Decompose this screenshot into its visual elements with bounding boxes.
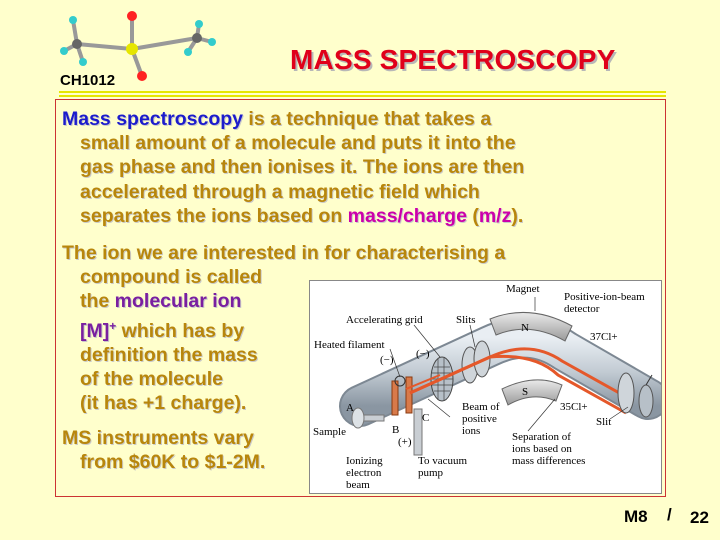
course-code: CH1012 [60,72,116,89]
paragraph-definition: Mass spectroscopy is a technique that ta… [62,108,525,227]
slide-number: 22 [690,508,709,527]
content-box [55,99,666,497]
term-m-plus: [M]+ [80,318,117,342]
label-b: B [392,424,400,436]
label-c: C [422,412,430,424]
label-north-pole: N [521,322,529,334]
label-ionizing-3: beam [346,479,370,491]
mass-spectrometer-diagram: Magnet Positive-ion-beam detector Accele… [309,280,662,494]
slide-title: MASS SPECTROSCOPY [290,44,616,75]
label-separation-3: mass differences [512,455,586,467]
label-south-pole: S [522,386,529,398]
label-separation-2: ions based on [512,443,572,455]
label-slits: Slits [456,314,476,326]
label-magnet: Magnet [506,283,540,295]
term-mass-spectroscopy: Mass spectroscopy [62,108,243,130]
label-accelerating-grid: Accelerating grid [346,314,423,326]
slide-code: M8 [624,507,648,526]
term-mz: m/z [478,204,512,227]
label-detector-2: detector [564,303,600,315]
label-detector-1: Positive-ion-beam [564,291,645,303]
label-beam-3: ions [462,425,481,437]
label-cl35: 35Cl+ [560,401,588,413]
label-positive: (+) [398,436,412,448]
label-sample: Sample [313,426,346,438]
label-ionizing-1: Ionizing [346,455,383,467]
term-mass-charge: mass/charge [347,204,467,227]
label-a: A [346,402,354,414]
paragraph-cost: MS instruments vary from $60K to $1-2M. [62,427,266,474]
label-ionizing-2: electron [346,467,382,479]
label-cl37: 37Cl+ [590,331,618,343]
label-beam-1: Beam of [462,401,500,413]
molecule-model-icon [60,11,216,81]
label-heated-filament: Heated filament [314,339,385,351]
slide-number-separator: / [667,505,672,524]
term-molecular-ion: molecular ion [114,290,242,313]
label-slit: Slit [596,416,612,428]
label-separation-1: Separation of [512,431,571,443]
label-negative-2: (−) [416,348,430,360]
label-beam-2: positive [462,413,497,425]
spectrometer-illustration [339,297,661,456]
title-underline-top [59,91,666,93]
paragraph-molecular-ion: The ion we are interested in for charact… [62,242,506,415]
label-vacuum-1: To vacuum [418,455,468,467]
title-underline-bottom [59,95,666,97]
label-vacuum-2: pump [418,467,444,479]
label-negative-1: (−) [380,354,394,366]
